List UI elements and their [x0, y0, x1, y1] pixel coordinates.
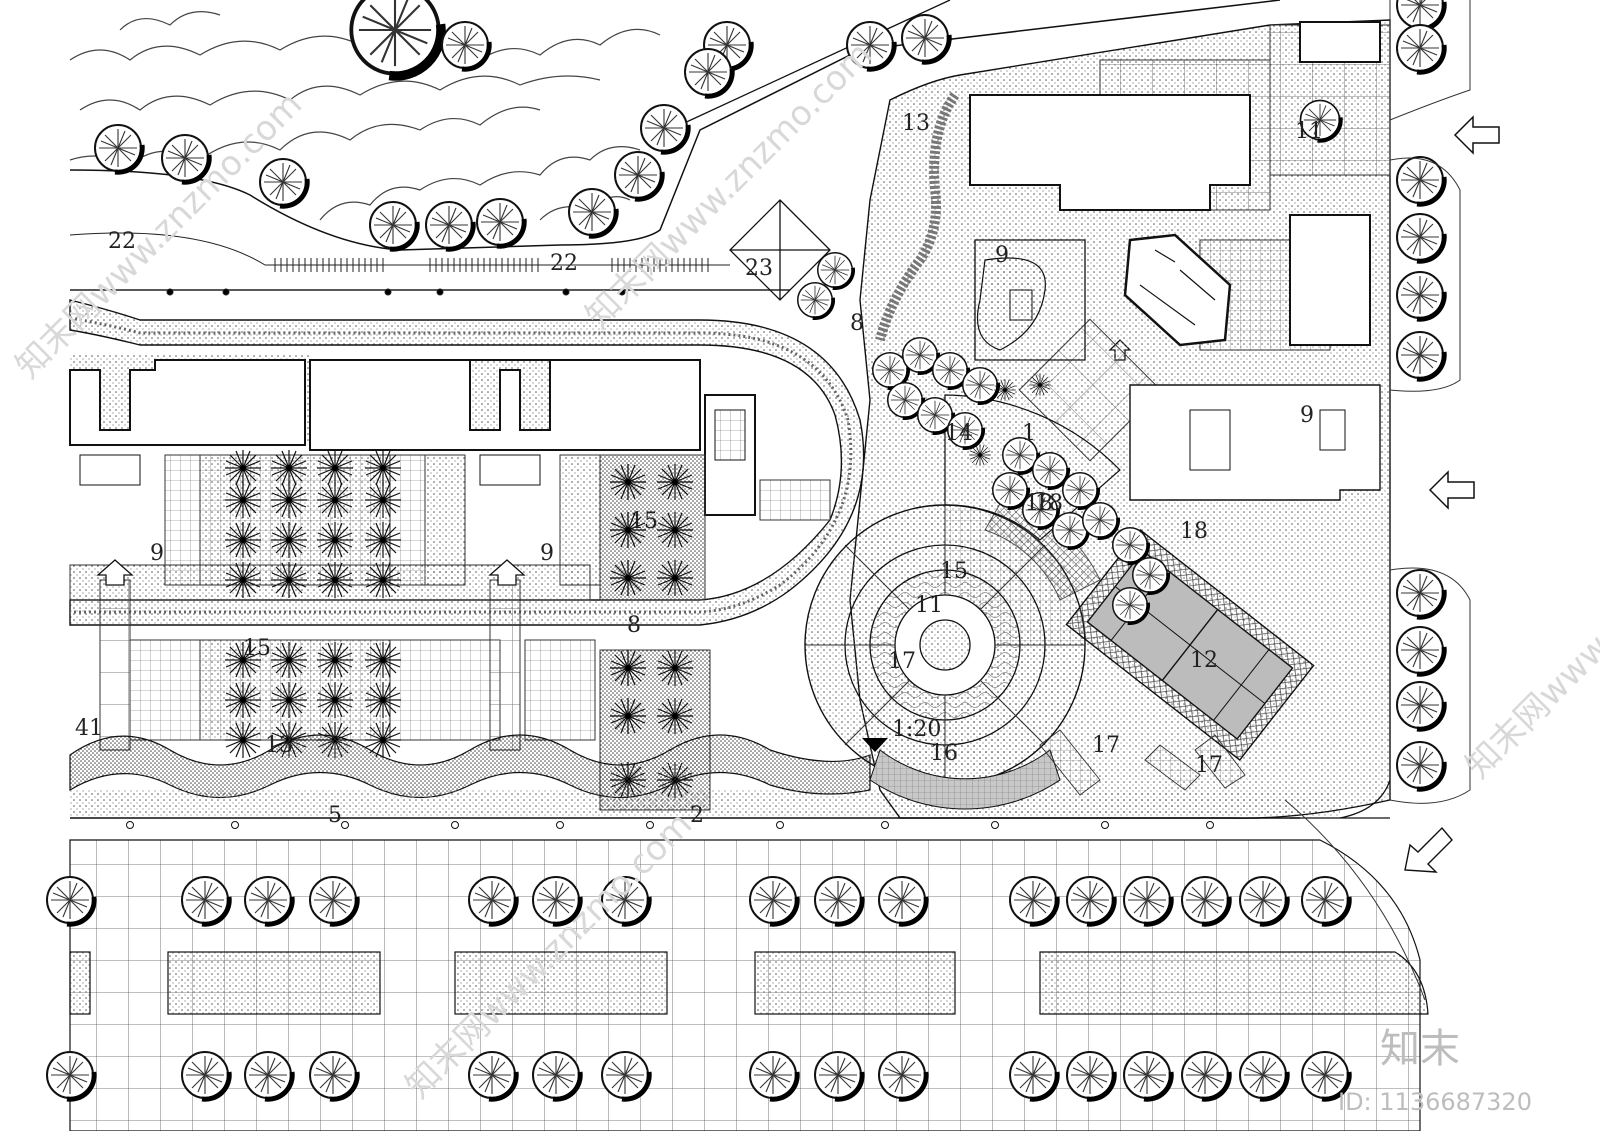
label-22-left: 22 [108, 229, 136, 254]
label-9-center: 9 [540, 541, 554, 566]
label-1-building: 1 [1022, 421, 1036, 446]
label-23: 23 [745, 256, 773, 281]
street-trees-right [1389, 0, 1471, 804]
label-9-right: 9 [1300, 403, 1314, 428]
watermark-brand: 知末 [1380, 1026, 1460, 1072]
label-13-wave: 13 [265, 733, 293, 758]
steps [1039, 729, 1246, 796]
label-11-circle: 11 [915, 593, 943, 618]
scale-marker-label: 1:20 [892, 717, 941, 742]
label-11-stairs: 11 [1295, 119, 1323, 144]
label-15-palm-court: 15 [630, 509, 658, 534]
entry-arrows-right [1404, 116, 1500, 873]
curved-road [69, 299, 865, 626]
pavilion [729, 199, 831, 301]
label-8-road: 8 [627, 613, 641, 638]
label-9-pool: 9 [995, 243, 1009, 268]
label-2-street: 2 [690, 803, 704, 828]
label-18-path: 18 [1025, 491, 1053, 516]
label-8-grove: 8 [850, 311, 864, 336]
label-17-circle: 17 [888, 649, 916, 674]
label-14-path: 14 [945, 421, 973, 446]
label-9-left: 9 [150, 541, 164, 566]
left-plazas [69, 454, 831, 811]
label-12-tennis: 12 [1190, 648, 1218, 673]
label-15-palm-left: 15 [243, 636, 271, 661]
fence-row [69, 232, 790, 296]
label-41-edge: 41 [75, 716, 103, 741]
label-18-right: 18 [1180, 519, 1208, 544]
label-13-top: 13 [902, 111, 930, 136]
scale-marker [862, 738, 888, 752]
building-row [69, 355, 756, 516]
right-buildings [969, 21, 1381, 501]
label-18-grove: 18 [1035, 491, 1063, 516]
label-16-ring: 16 [930, 741, 958, 766]
label-22-center: 22 [550, 251, 578, 276]
circular-plaza [804, 394, 1121, 810]
label-17-steps: 17 [1092, 733, 1120, 758]
watermark-site-text: 知末网www.znzmo.com [1458, 484, 1600, 786]
watermark-id: ID: 1136687320 [1338, 1088, 1532, 1116]
label-15-circle: 15 [940, 559, 968, 584]
label-17-steps-right: 17 [1195, 753, 1223, 778]
label-5-street: 5 [328, 803, 342, 828]
